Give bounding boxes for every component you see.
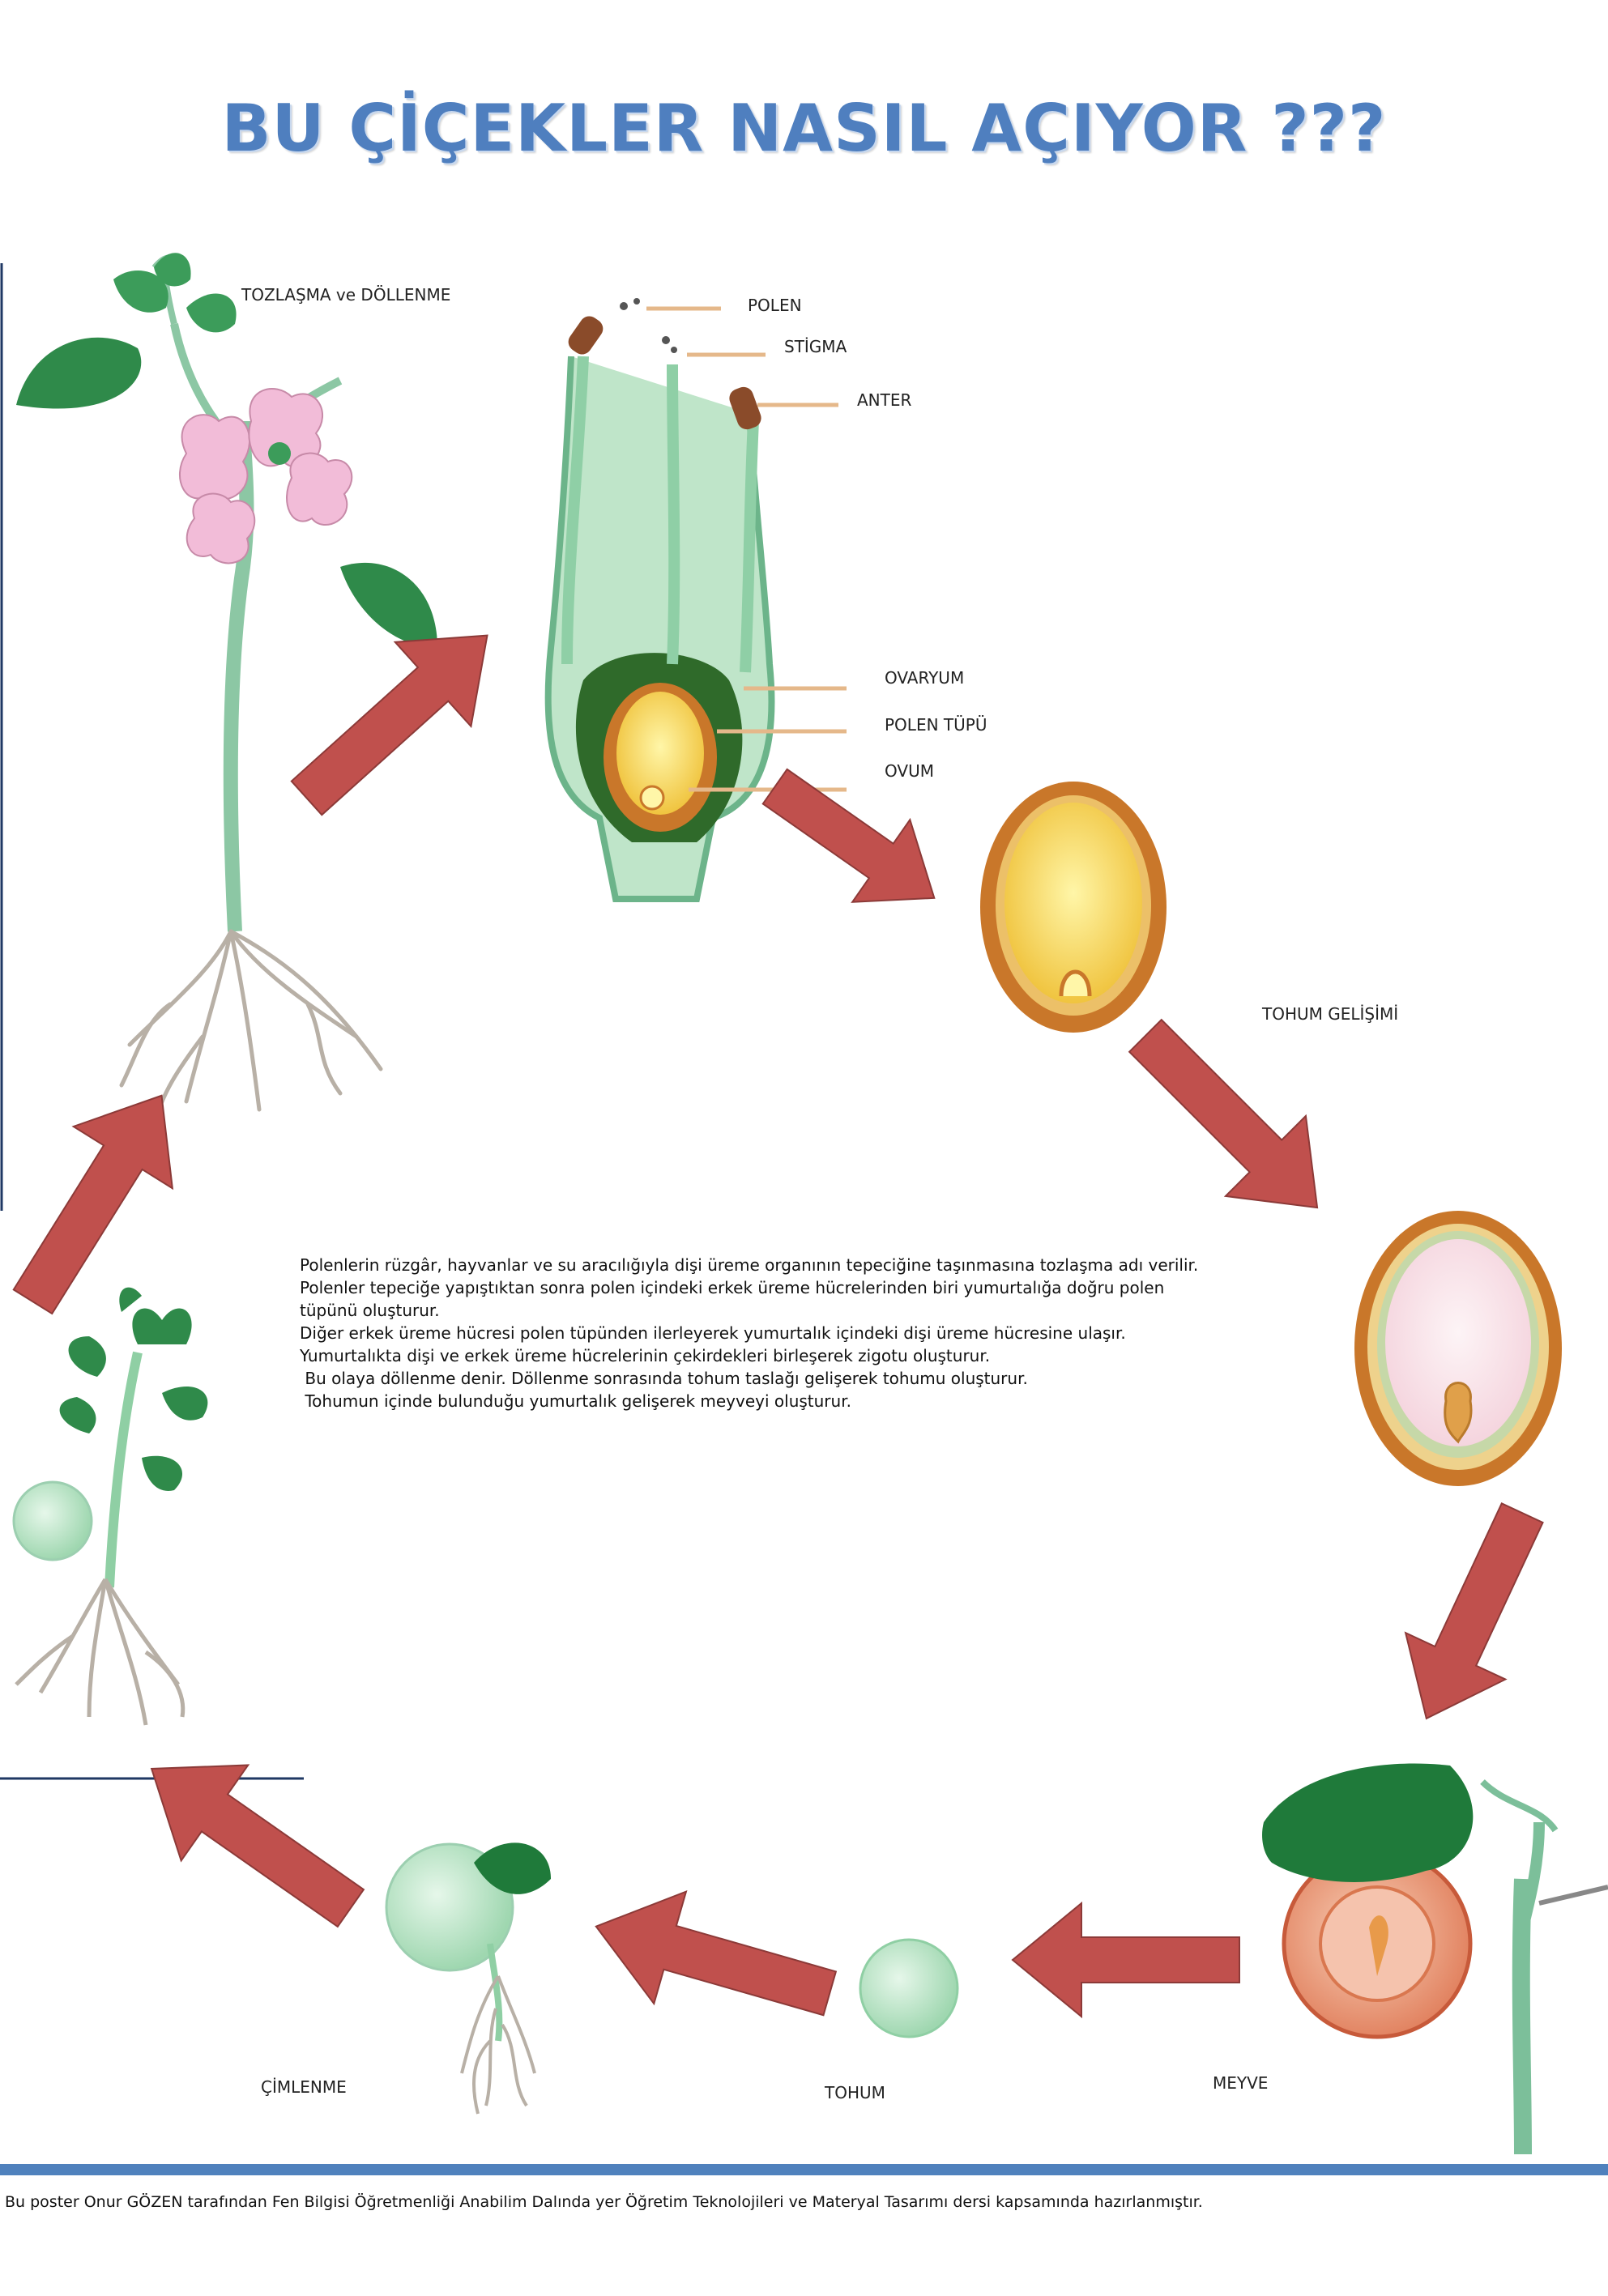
description-line: Polenler tepeciğe yapıştıktan sonra pole…	[300, 1278, 1165, 1297]
label-seed: TOHUM	[825, 2083, 885, 2102]
pistil-cross-section-icon	[544, 298, 847, 902]
description-line: tüpünü oluşturur.	[300, 1301, 440, 1320]
developing-seed-icon	[1354, 1211, 1562, 1486]
arrow-8	[12, 1094, 174, 1315]
label-stigma: STİGMA	[784, 337, 847, 356]
label-germination: ÇİMLENME	[261, 2077, 347, 2097]
description-line: Bu olaya döllenme denir. Döllenme sonras…	[300, 1369, 1028, 1388]
fruit-icon	[1262, 1763, 1608, 2155]
arrow-4	[1404, 1502, 1544, 1720]
arrow-1	[290, 634, 488, 816]
seedling-icon	[12, 1287, 208, 1726]
footer-credit: Bu poster Onur GÖZEN tarafından Fen Bilg…	[5, 2193, 1203, 2211]
flowering-plant-icon	[16, 253, 437, 1128]
label-ovum: OVUM	[885, 761, 934, 781]
label-ovary: OVARYUM	[885, 668, 965, 688]
arrow-2	[761, 768, 936, 903]
description-line: Yumurtalıkta dişi ve erkek üreme hücrele…	[300, 1346, 991, 1365]
ovule-icon	[980, 782, 1167, 1033]
arrow-5	[1011, 1901, 1240, 2019]
description-text: Polenlerin rüzgâr, hayvanlar ve su aracı…	[300, 1254, 1199, 1412]
arrow-3	[1128, 1018, 1319, 1209]
seed-icon	[859, 1938, 959, 2038]
label-pollination: TOZLAŞMA ve DÖLLENME	[241, 285, 451, 305]
description-line: Polenlerin rüzgâr, hayvanlar ve su aracı…	[300, 1255, 1199, 1275]
poster-title: BU ÇİÇEKLER NASIL AÇIYOR ???	[221, 91, 1387, 166]
label-pollen: POLEN	[748, 296, 802, 315]
description-line: Tohumun içinde bulunduğu yumurtalık geli…	[300, 1391, 851, 1411]
arrow-7	[150, 1764, 365, 1928]
label-seed-development: TOHUM GELİŞİMİ	[1262, 1004, 1399, 1024]
label-anther: ANTER	[857, 390, 912, 410]
arrow-6	[595, 1889, 838, 2017]
germinating-seed-icon	[385, 1842, 551, 2115]
footer-bar	[0, 2164, 1608, 2175]
description-line: Diğer erkek üreme hücresi polen tüpünden…	[300, 1323, 1126, 1343]
label-pollen-tube: POLEN TÜPÜ	[885, 715, 987, 735]
label-fruit: MEYVE	[1213, 2073, 1269, 2093]
